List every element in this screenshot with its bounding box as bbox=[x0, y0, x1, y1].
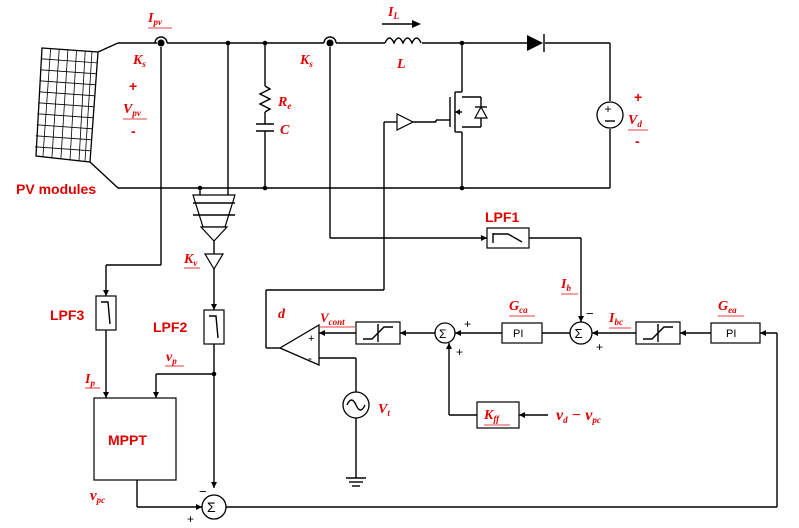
vt-label: Vt bbox=[378, 402, 390, 418]
ib-label: Ib bbox=[560, 277, 571, 293]
re-label: Re bbox=[277, 95, 291, 111]
svg-text:+: + bbox=[456, 345, 463, 359]
l-label: L bbox=[396, 57, 406, 72]
boost-diode bbox=[527, 34, 545, 52]
svg-text:-: - bbox=[635, 133, 640, 149]
svg-text:+: + bbox=[605, 102, 612, 116]
svg-text:−: − bbox=[586, 306, 594, 321]
feedforward-summer: Σ bbox=[434, 322, 456, 344]
svg-text:Σ: Σ bbox=[439, 327, 446, 341]
pi-current-label: PI bbox=[513, 328, 523, 340]
ipv-label: Ipv bbox=[147, 11, 163, 27]
pi-voltage-label: PI bbox=[726, 328, 736, 340]
kff-label: Kff bbox=[483, 408, 500, 424]
svg-text:+: + bbox=[596, 340, 603, 354]
lpf1-label: LPF1 bbox=[485, 209, 519, 225]
svg-text:-: - bbox=[308, 351, 312, 365]
pwm-comparator: + - bbox=[278, 323, 357, 392]
d-label: d bbox=[278, 307, 286, 322]
vcont-label: Vcont bbox=[320, 310, 345, 327]
lpf2-label: LPF2 bbox=[153, 319, 187, 335]
vp-label: vp bbox=[166, 350, 177, 366]
kff-gain bbox=[476, 401, 520, 429]
ibc-label: Ibc bbox=[608, 311, 623, 327]
mppt-block bbox=[93, 397, 177, 481]
current-sensor-pv bbox=[154, 36, 168, 47]
ks-right-label: Ks bbox=[299, 53, 313, 69]
feedforward-input-label: vd − vpc bbox=[556, 407, 601, 425]
c-label: C bbox=[280, 123, 290, 138]
il-label: IL bbox=[387, 5, 399, 21]
svg-text:+: + bbox=[187, 512, 194, 526]
vpv-label: Vpv bbox=[123, 102, 142, 118]
gate-driver bbox=[265, 113, 437, 349]
svg-text:+: + bbox=[129, 78, 137, 94]
gea-label: Gea bbox=[718, 299, 737, 315]
svg-text:-: - bbox=[131, 123, 136, 139]
ks-left-label: Ks bbox=[132, 53, 146, 69]
current-error-summer: Σ bbox=[569, 321, 593, 345]
svg-text:Σ: Σ bbox=[575, 326, 583, 341]
mosfet-switch bbox=[436, 40, 489, 191]
lpf3-label: LPF3 bbox=[50, 307, 84, 323]
svg-text:+: + bbox=[634, 89, 642, 105]
ip-label: Ip bbox=[84, 372, 95, 388]
dc-voltage-source: + bbox=[596, 43, 624, 188]
power-stage: + bbox=[118, 20, 624, 195]
pv-modules-label: PV modules bbox=[16, 181, 96, 197]
voltage-sensor-path bbox=[153, 194, 236, 488]
svg-text:+: + bbox=[308, 333, 314, 345]
pv-array: PV modules bbox=[16, 42, 157, 197]
inductor-current-path bbox=[329, 47, 584, 322]
kv-label: Kv bbox=[183, 252, 198, 268]
current-sensor-path bbox=[95, 47, 162, 398]
vpc-label: vpc bbox=[90, 488, 105, 505]
svg-text:Σ: Σ bbox=[207, 499, 216, 515]
vd-label: Vd bbox=[628, 113, 642, 129]
svg-text:−: − bbox=[199, 484, 207, 499]
gca-label: Gca bbox=[509, 299, 528, 315]
svg-text:+: + bbox=[464, 317, 471, 331]
inductor bbox=[384, 37, 422, 45]
mppt-label: MPPT bbox=[108, 432, 147, 448]
carrier-source bbox=[342, 391, 370, 487]
current-sensor-inductor bbox=[323, 36, 337, 47]
esr-capacitor bbox=[256, 40, 274, 191]
